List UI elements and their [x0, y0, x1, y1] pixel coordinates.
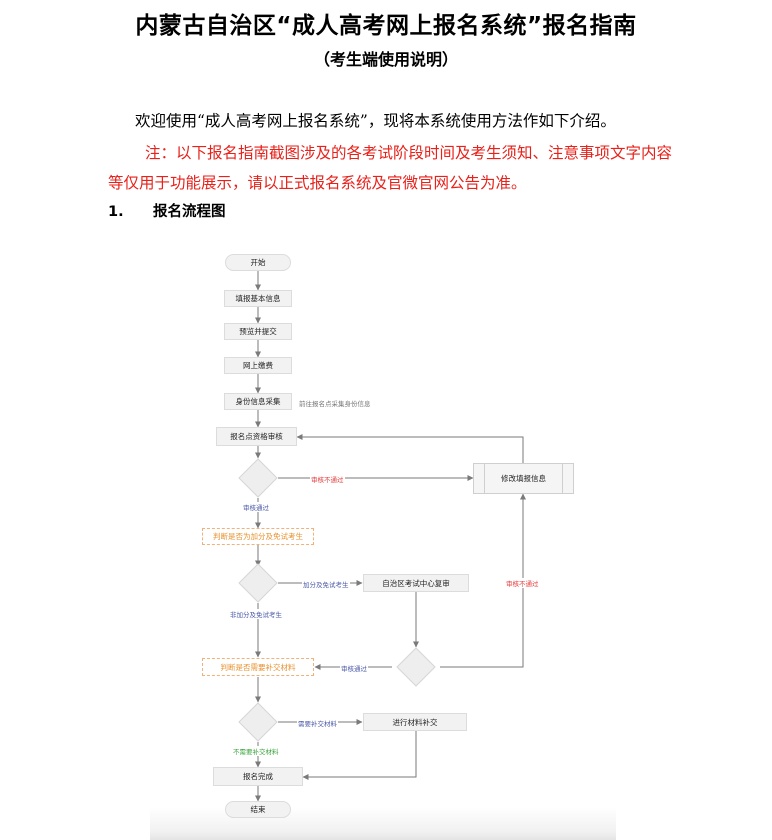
document-title: 内蒙古自治区“成人高考网上报名系统”报名指南 — [135, 13, 637, 39]
flow-label-review-pass-2: 审核通过 — [340, 663, 368, 673]
flow-node-id-collection: 身份信息采集 — [224, 393, 292, 410]
flow-decision-region-recheck — [396, 647, 436, 687]
flow-decision-bonus — [238, 563, 278, 603]
flow-node-end: 结束 — [225, 801, 291, 818]
flow-node-preview-submit: 预览并提交 — [224, 323, 292, 340]
flow-node-submit-materials: 进行材料补交 — [363, 713, 467, 731]
flow-node-complete: 报名完成 — [213, 767, 303, 786]
flow-node-fill-basic-info: 填报基本信息 — [224, 290, 292, 307]
flow-label-go-collect: 前往报名点采集身份信息 — [298, 398, 372, 408]
flow-node-judge-materials: 判断是否需要补交材料 — [202, 658, 314, 676]
disclaimer-note: 注：以下报名指南截图涉及的各考试阶段时间及考生须知、注意事项文字内容等仅用于功能… — [108, 144, 673, 192]
flow-label-bonus-yes: 加分及免试考生 — [302, 579, 350, 589]
section-number: 1. — [108, 204, 124, 220]
flow-label-review-fail-2: 审核不通过 — [505, 578, 540, 588]
flow-label-need-materials: 需要补交材料 — [297, 718, 338, 728]
flow-node-edit-info: 修改填报信息 — [473, 463, 574, 494]
flow-node-site-review: 报名点资格审核 — [216, 427, 297, 446]
section-heading: 1. 报名流程图 — [108, 200, 226, 221]
flow-label-review-pass-1: 审核通过 — [242, 502, 270, 512]
flow-decision-site-review — [238, 458, 278, 498]
intro-paragraph: 欢迎使用“成人高考网上报名系统”，现将本系统使用方法作如下介绍。 — [135, 112, 616, 130]
flow-decision-materials — [238, 702, 278, 742]
flow-node-region-recheck: 自治区考试中心复审 — [363, 574, 469, 592]
flow-node-pay-online: 网上缴费 — [224, 357, 292, 374]
flow-label-bonus-no: 非加分及免试考生 — [229, 609, 283, 619]
section-title: 报名流程图 — [153, 204, 226, 220]
document-subtitle: （考生端使用说明） — [313, 50, 458, 69]
registration-flowchart: 开始 填报基本信息 预览并提交 网上缴费 身份信息采集 前往报名点采集身份信息 … — [150, 237, 616, 840]
flow-node-judge-bonus: 判断是否为加分及免试考生 — [202, 528, 314, 545]
flow-node-start: 开始 — [225, 254, 291, 271]
flow-label-review-fail-1: 审核不通过 — [310, 474, 345, 484]
flow-label-no-materials: 不需要补交材料 — [232, 746, 280, 756]
